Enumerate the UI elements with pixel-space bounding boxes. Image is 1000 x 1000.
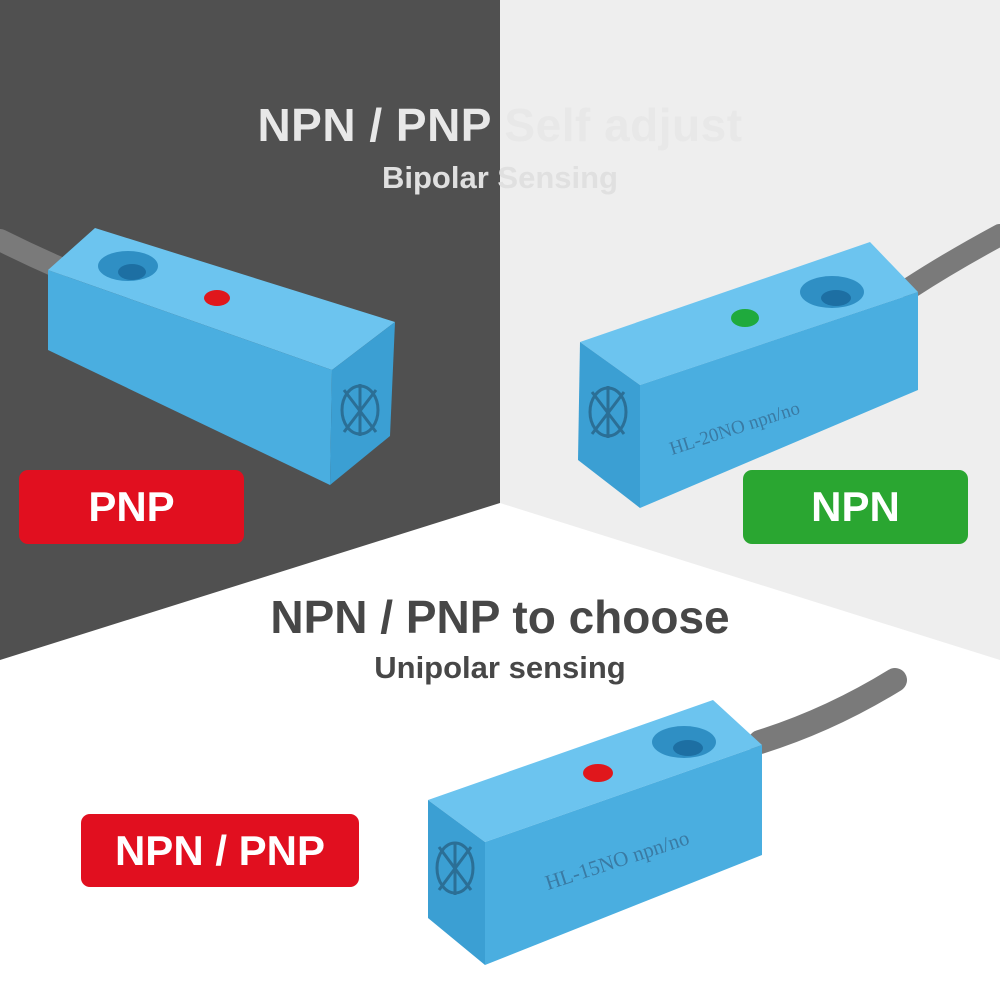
coil-symbol-bottom-icon — [435, 841, 475, 895]
unipolar-subtitle: Unipolar sensing — [374, 650, 626, 685]
bipolar-subtitle: Bipolar Sensing — [382, 160, 618, 195]
cable-bottom — [748, 668, 907, 754]
pnp-badge: PNP — [19, 470, 244, 544]
cable-right — [899, 224, 1000, 299]
led-right — [731, 309, 759, 327]
npn-pnp-badge: NPN / PNP — [81, 814, 359, 887]
bipolar-title: NPN / PNP Self adjust — [257, 99, 743, 151]
coil-symbol-right-icon — [588, 386, 628, 438]
led-left — [204, 290, 230, 306]
led-bottom — [583, 764, 613, 782]
unipolar-title: NPN / PNP to choose — [270, 591, 730, 643]
npn-badge: NPN — [743, 470, 968, 544]
coil-symbol-left-icon — [340, 384, 380, 436]
